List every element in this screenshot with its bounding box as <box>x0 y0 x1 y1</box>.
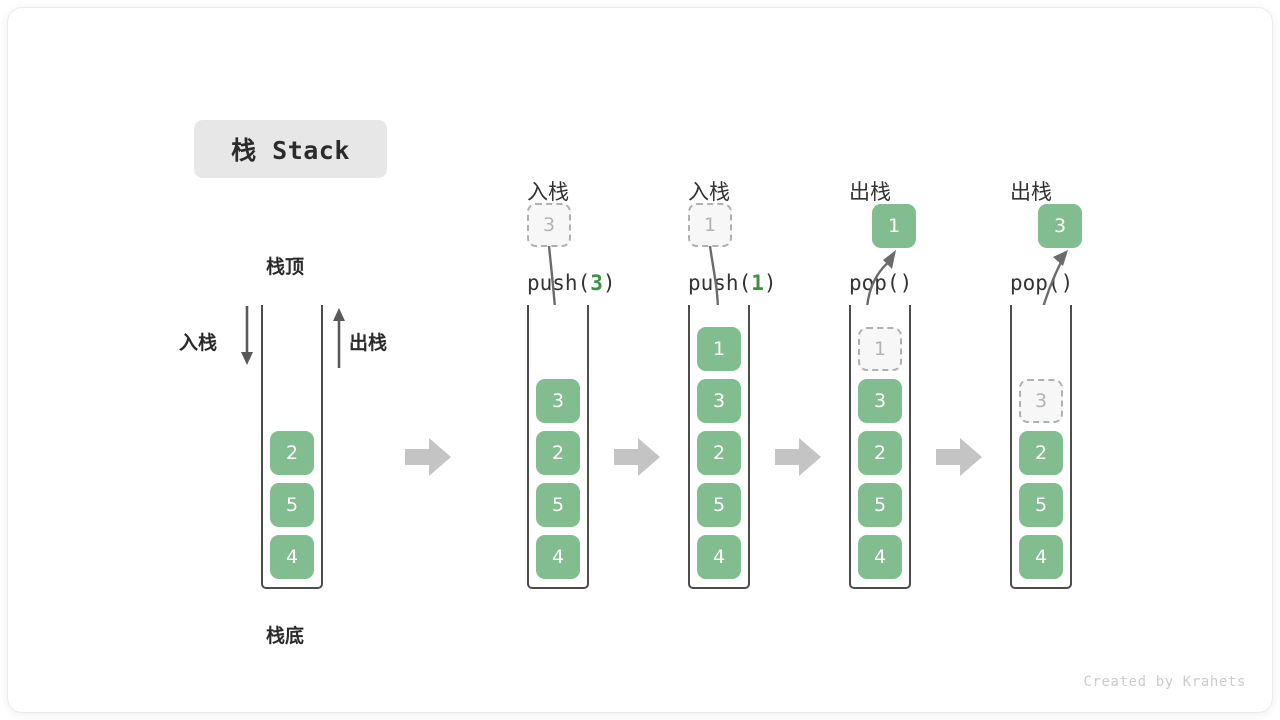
stack-bottom-label: 栈底 <box>266 625 305 647</box>
stack-cells-pop-1: 1 3 2 5 4 <box>858 327 902 579</box>
flow-arrow-icon <box>936 438 982 476</box>
stack-cell: 1 <box>697 327 741 371</box>
stack-cell: 4 <box>697 535 741 579</box>
stack-cells-push-3: 3 2 5 4 <box>536 379 580 579</box>
watermark-credit: Created by Krahets <box>1083 674 1246 690</box>
diagram-title-chip: 栈 Stack <box>194 120 387 178</box>
stack-cell: 3 <box>858 379 902 423</box>
stack-cell: 3 <box>536 379 580 423</box>
step-op-label: 入栈 <box>527 179 569 204</box>
stack-cell: 5 <box>697 483 741 527</box>
push-direction-label: 入栈 <box>179 332 218 354</box>
stack-container-pop-3: 3 2 5 4 <box>1010 305 1072 589</box>
stack-cell: 4 <box>1019 535 1063 579</box>
stack-cells-base: 2 5 4 <box>270 431 314 579</box>
stack-cell: 5 <box>1019 483 1063 527</box>
stack-cells-pop-3: 3 2 5 4 <box>1019 379 1063 579</box>
stack-cell: 5 <box>270 483 314 527</box>
step-op-label: 入栈 <box>688 179 730 204</box>
flow-arrow-icon <box>614 438 660 476</box>
outgoing-cell: 1 <box>872 204 916 248</box>
diagram-canvas: 栈 Stack 栈顶 栈底 入栈 出栈 2 5 4 入栈 push(3 <box>8 8 1272 712</box>
stack-container-base: 2 5 4 <box>261 305 323 589</box>
step-op-call: push(1) <box>688 271 777 296</box>
step-label-push-1: 入栈 push(1) <box>688 116 777 360</box>
step-label-push-3: 入栈 push(3) <box>527 116 616 360</box>
stack-cell: 4 <box>536 535 580 579</box>
page-title: 栈 Stack <box>231 136 350 165</box>
stack-cell: 2 <box>270 431 314 475</box>
incoming-ghost-cell: 1 <box>688 203 732 247</box>
stack-container-push-1: 1 3 2 5 4 <box>688 305 750 589</box>
stack-top-label: 栈顶 <box>266 256 305 278</box>
stack-cell: 2 <box>858 431 902 475</box>
step-label-pop-3: 出栈 pop() <box>1010 116 1073 360</box>
stack-cell: 2 <box>536 431 580 475</box>
stack-container-push-3: 3 2 5 4 <box>527 305 589 589</box>
stack-cell: 2 <box>1019 431 1063 475</box>
flow-arrow-icon <box>405 438 451 476</box>
stack-cells-push-1: 1 3 2 5 4 <box>697 327 741 579</box>
stack-cell-ghost: 3 <box>1019 379 1063 423</box>
stack-cell: 5 <box>858 483 902 527</box>
pop-direction-arrow-icon <box>333 308 345 368</box>
incoming-ghost-cell: 3 <box>527 203 571 247</box>
step-op-label: 出栈 <box>1010 179 1052 204</box>
step-op-call: pop() <box>1010 271 1074 296</box>
pop-direction-label: 出栈 <box>349 332 388 354</box>
outgoing-cell: 3 <box>1038 204 1082 248</box>
stack-cell: 4 <box>858 535 902 579</box>
stack-cell-ghost: 1 <box>858 327 902 371</box>
stack-cell: 5 <box>536 483 580 527</box>
stack-cell: 4 <box>270 535 314 579</box>
step-op-call: push(3) <box>527 271 616 296</box>
step-op-label: 出栈 <box>849 179 891 204</box>
stack-cell: 2 <box>697 431 741 475</box>
push-direction-arrow-icon <box>241 306 253 365</box>
stack-cell: 3 <box>697 379 741 423</box>
stack-container-pop-1: 1 3 2 5 4 <box>849 305 911 589</box>
flow-arrow-icon <box>775 438 821 476</box>
step-label-pop-1: 出栈 pop() <box>849 116 912 360</box>
